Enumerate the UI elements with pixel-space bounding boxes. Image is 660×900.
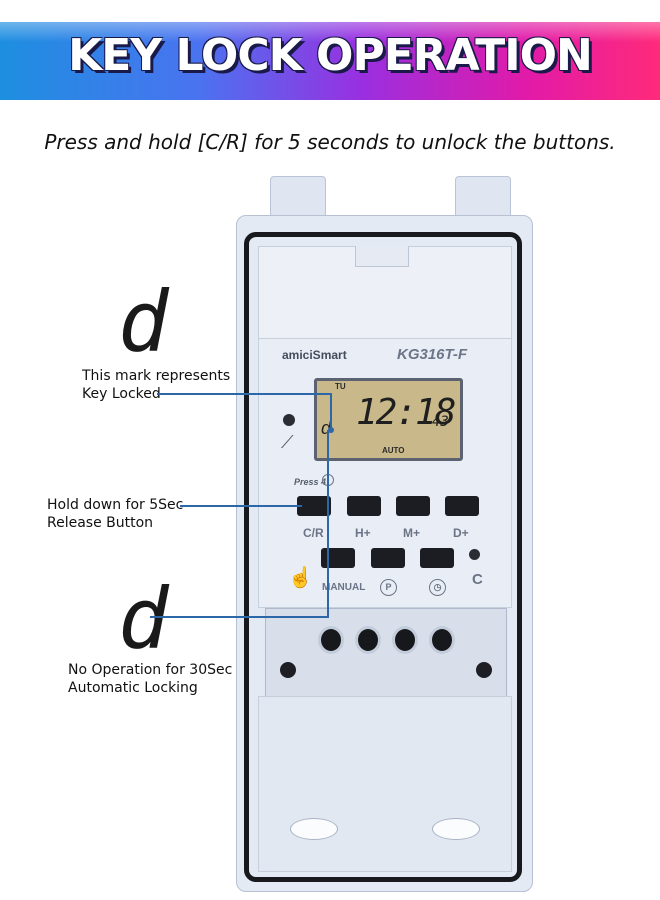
cover-notch — [355, 246, 409, 267]
day-plus-button[interactable] — [445, 496, 479, 516]
hold-release-line1: Hold down for 5Sec — [47, 497, 184, 513]
cr-button[interactable] — [297, 496, 331, 516]
lcd-seconds: 43 — [432, 414, 449, 430]
hour-plus-button[interactable] — [347, 496, 381, 516]
lcd-lock-icon: d — [321, 418, 332, 438]
terminal-screw-icon — [392, 626, 418, 654]
hour-plus-label: H+ — [355, 526, 371, 540]
wiring-cavity — [258, 696, 512, 872]
lcd-day: TU — [335, 382, 346, 391]
mount-hole-icon — [476, 662, 492, 678]
terminal-screw-icon — [318, 626, 344, 654]
terminal-screw-icon — [429, 626, 455, 654]
auto-lock-line1: No Operation for 30Sec — [68, 662, 233, 678]
key-locked-line2: Key Locked — [82, 386, 161, 402]
cr-label: C/R — [303, 526, 324, 540]
screw-slot-icon — [290, 818, 338, 840]
status-led-icon — [283, 414, 295, 426]
device-gasket — [244, 232, 522, 882]
minute-plus-label: M+ — [403, 526, 421, 540]
lcd-time: 12:18 — [356, 392, 456, 433]
press-hint: Press 4 — [294, 477, 327, 487]
key-locked-pointer — [328, 427, 334, 433]
lcd-mode: AUTO — [382, 446, 405, 455]
auto-lock-glyph: d — [118, 570, 169, 668]
clock-button[interactable] — [420, 548, 454, 568]
page-title: KEY LOCK OPERATION — [68, 30, 593, 81]
screw-slot-icon — [432, 818, 480, 840]
terminal-screw-icon — [355, 626, 381, 654]
hold-release-line2: Release Button — [47, 515, 154, 531]
model-label: KG316T-F — [397, 346, 468, 363]
key-locked-connector-vertical — [330, 393, 332, 430]
day-plus-label: D+ — [453, 526, 469, 540]
program-icon: P — [380, 579, 397, 596]
hand-icon: ☝ — [288, 567, 313, 589]
lcd-display — [314, 378, 463, 461]
hold-release-connector — [180, 505, 302, 507]
clear-label: C — [472, 571, 483, 588]
instruction-subtitle: Press and hold [C/R] for 5 seconds to un… — [44, 130, 616, 154]
key-locked-connector — [157, 393, 332, 395]
terminal-block — [265, 608, 507, 698]
switch-icon: ⟋ — [281, 432, 294, 452]
title-banner — [0, 22, 660, 100]
brand-logo: amiciSmart — [282, 348, 347, 362]
auto-lock-connector — [150, 616, 329, 618]
key-locked-line1: This mark represents — [82, 368, 231, 384]
auto-lock-line2: Automatic Locking — [68, 680, 198, 696]
program-button[interactable] — [371, 548, 405, 568]
key-locked-glyph: d — [118, 273, 169, 371]
clock-icon: ◷ — [429, 579, 446, 596]
manual-label: MANUAL — [322, 582, 366, 593]
manual-button[interactable] — [321, 548, 355, 568]
auto-lock-connector-vertical — [327, 430, 329, 618]
banner-sheen — [0, 22, 660, 42]
reset-pinhole-icon[interactable] — [469, 549, 480, 560]
minute-plus-button[interactable] — [396, 496, 430, 516]
mount-hole-icon — [280, 662, 296, 678]
